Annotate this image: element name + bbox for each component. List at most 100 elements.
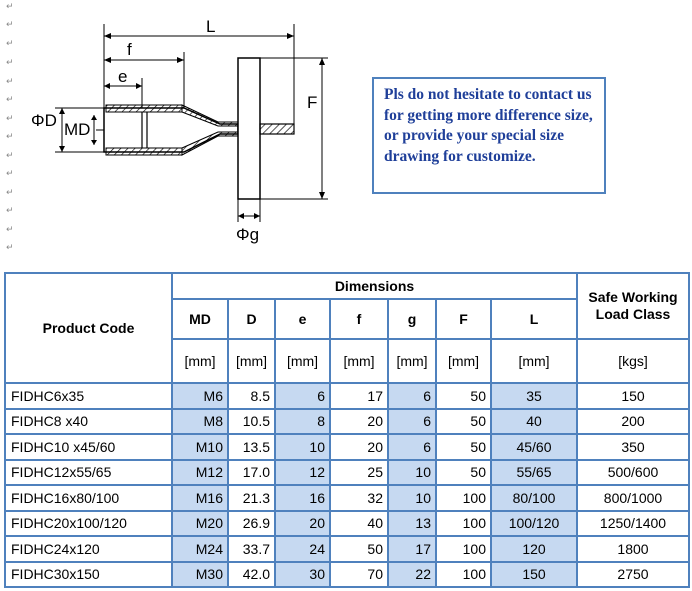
cell-md: M20 [171, 509, 229, 537]
column-header-e: e [274, 298, 331, 340]
product-code-cell: FIDHC8 x40 [4, 407, 173, 435]
cell-f: 32 [329, 484, 389, 512]
cell-e: 12 [274, 458, 331, 486]
flange-plate [237, 57, 261, 200]
cell-l: 55/65 [490, 458, 578, 486]
cell-f: 100 [435, 560, 492, 588]
cell-load: 2750 [576, 560, 690, 588]
paragraph-mark-icon: ↵ [6, 206, 14, 216]
unit-cell: [mm] [274, 338, 331, 384]
cell-f: 100 [435, 535, 492, 563]
cell-md: M16 [171, 484, 229, 512]
product-code-cell: FIDHC16x80/100 [4, 484, 173, 512]
unit-cell: [mm] [435, 338, 492, 384]
cell-d: 13.5 [227, 433, 276, 461]
threaded-rod [259, 123, 295, 135]
cell-e: 10 [274, 433, 331, 461]
cell-g: 6 [387, 382, 437, 410]
paragraph-mark-icon: ↵ [6, 58, 14, 68]
cell-f: 50 [435, 382, 492, 410]
product-code-cell: FIDHC12x55/65 [4, 458, 173, 486]
cell-g: 10 [387, 484, 437, 512]
paragraph-mark-icon: ↵ [6, 114, 14, 124]
load-unit-cell: [kgs] [576, 338, 690, 384]
customization-note-text: Pls do not hesitate to contact us for ge… [384, 86, 593, 165]
dim-f-label: f [127, 40, 132, 59]
cell-d: 17.0 [227, 458, 276, 486]
cell-e: 8 [274, 407, 331, 435]
product-code-cell: FIDHC24x120 [4, 535, 173, 563]
unit-cell: [mm] [171, 338, 229, 384]
technical-drawing: L f e F ΦD MD Φg [31, 17, 328, 244]
unit-cell: [mm] [329, 338, 389, 384]
cell-l: 80/100 [490, 484, 578, 512]
specification-table: Product Code Dimensions Safe Working Loa… [4, 272, 690, 588]
unit-cell: [mm] [387, 338, 437, 384]
cell-d: 26.9 [227, 509, 276, 537]
cell-e: 6 [274, 382, 331, 410]
column-header-d: D [227, 298, 276, 340]
cell-d: 42.0 [227, 560, 276, 588]
header-load-class: Safe Working Load Class [576, 272, 690, 340]
product-code-cell: FIDHC20x100/120 [4, 509, 173, 537]
cell-md: M24 [171, 535, 229, 563]
cell-f: 50 [435, 433, 492, 461]
header-product-code: Product Code [4, 272, 173, 384]
unit-cell: [mm] [227, 338, 276, 384]
unit-cell: [mm] [490, 338, 578, 384]
cell-f: 100 [435, 509, 492, 537]
cell-load: 200 [576, 407, 690, 435]
cell-d: 10.5 [227, 407, 276, 435]
cell-e: 24 [274, 535, 331, 563]
column-header-md: MD [171, 298, 229, 340]
cell-load: 500/600 [576, 458, 690, 486]
cell-f: 17 [329, 382, 389, 410]
cell-l: 150 [490, 560, 578, 588]
paragraph-mark-icon: ↵ [6, 151, 14, 161]
column-header-f: f [329, 298, 389, 340]
dim-F-label: F [307, 93, 317, 112]
dim-e-label: e [118, 67, 127, 86]
product-code-cell: FIDHC30x150 [4, 560, 173, 588]
column-header-l: L [490, 298, 578, 340]
paragraph-mark-icon: ↵ [6, 95, 14, 105]
cell-f: 20 [329, 407, 389, 435]
cell-g: 6 [387, 433, 437, 461]
cell-f: 50 [435, 407, 492, 435]
cell-md: M12 [171, 458, 229, 486]
column-header-f: F [435, 298, 492, 340]
paragraph-mark-icon: ↵ [6, 39, 14, 49]
cell-g: 6 [387, 407, 437, 435]
paragraph-mark-icon: ↵ [6, 169, 14, 179]
product-code-cell: FIDHC6x35 [4, 382, 173, 410]
cell-l: 120 [490, 535, 578, 563]
cell-f: 100 [435, 484, 492, 512]
paragraph-mark-icon: ↵ [6, 20, 14, 30]
cell-d: 21.3 [227, 484, 276, 512]
cell-l: 45/60 [490, 433, 578, 461]
cell-load: 1800 [576, 535, 690, 563]
header-dimensions: Dimensions [171, 272, 578, 300]
cell-f: 40 [329, 509, 389, 537]
paragraph-mark-icon: ↵ [6, 132, 14, 142]
cell-d: 8.5 [227, 382, 276, 410]
cell-g: 17 [387, 535, 437, 563]
cell-g: 22 [387, 560, 437, 588]
column-header-g: g [387, 298, 437, 340]
cell-l: 100/120 [490, 509, 578, 537]
cell-l: 40 [490, 407, 578, 435]
cell-load: 350 [576, 433, 690, 461]
paragraph-mark-icon: ↵ [6, 77, 14, 87]
cell-e: 20 [274, 509, 331, 537]
sleeve-body [96, 104, 239, 156]
cell-f: 50 [435, 458, 492, 486]
cell-e: 30 [274, 560, 331, 588]
cell-md: M8 [171, 407, 229, 435]
